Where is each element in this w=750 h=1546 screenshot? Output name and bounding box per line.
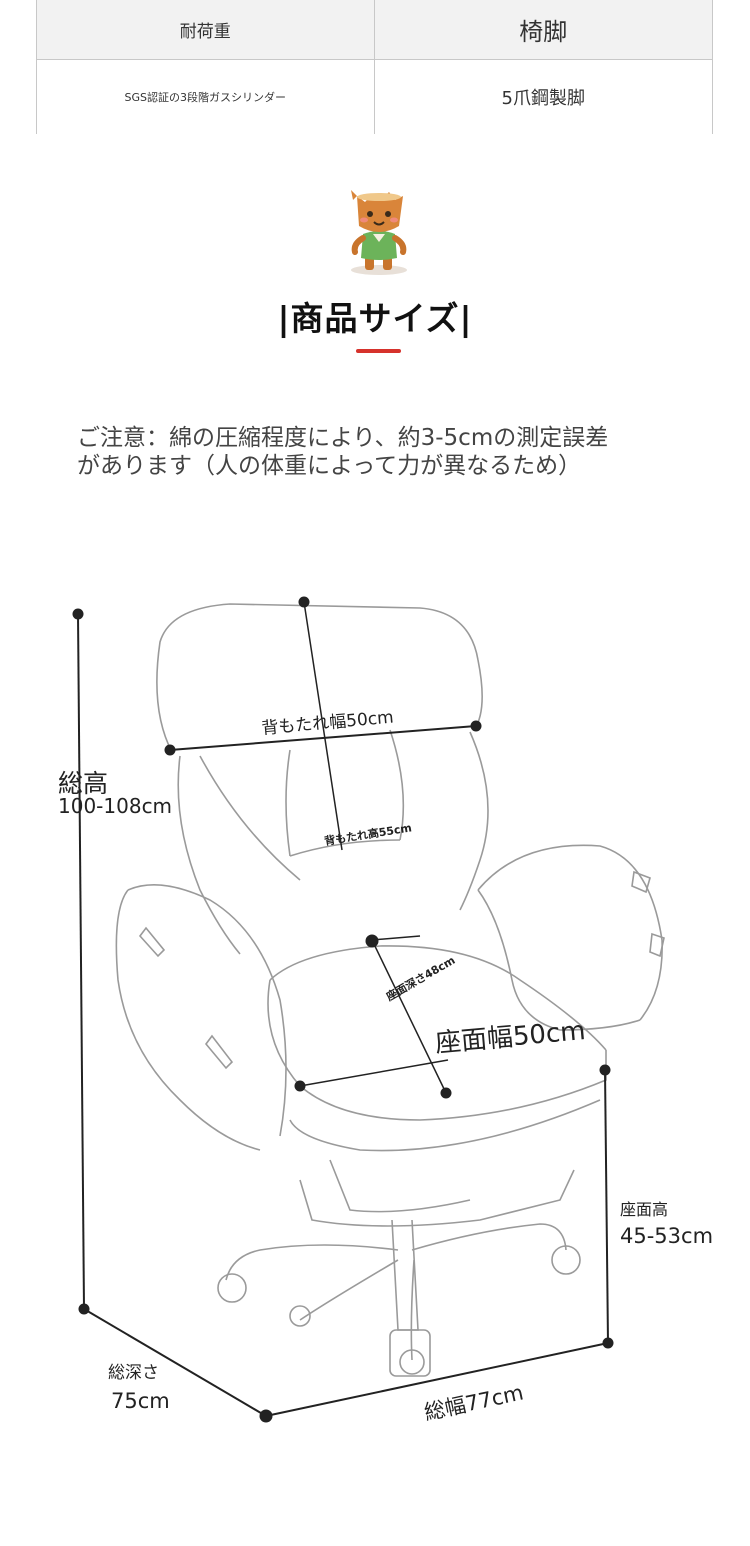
label-seat-height: 座面高 [620, 1200, 668, 1219]
dimension-lines [77, 601, 609, 1417]
section-title: |商品サイズ| [277, 299, 473, 338]
cell-gas-cylinder: SGS認証の3段階ガスシリンダー [37, 60, 375, 134]
label-seat-height-value: 45-53cm [620, 1224, 713, 1248]
chair-outline [115, 603, 665, 1377]
mascot-icon [351, 190, 407, 275]
label-total-depth: 総深さ [108, 1363, 159, 1383]
label-total-depth-value: 75cm [111, 1389, 170, 1413]
label-total-height: 総高 [58, 769, 108, 798]
measurement-notice: ご注意：綿の圧縮程度により、約3-5cmの測定誤差 があります（人の体重によって… [77, 424, 697, 480]
dimension-labels: 背もたれ幅50cm 総高 100-108cm 背もたれ高55cm 座面深さ48c… [58, 708, 713, 1425]
chair-dimension-diagram: 背もたれ幅50cm 総高 100-108cm 背もたれ高55cm 座面深さ48c… [58, 596, 713, 1425]
label-total-width: 総幅77cm [422, 1380, 526, 1424]
label-total-height-value: 100-108cm [58, 794, 172, 818]
cell-steel-base: 5爪鋼製脚 [501, 88, 585, 109]
label-seat-width: 座面幅50cm [434, 1016, 587, 1059]
header-load-capacity: 耐荷重 [37, 0, 375, 59]
spec-table: 耐荷重 椅脚 SGS認証の3段階ガスシリンダー 5爪鋼製脚 [36, 0, 713, 134]
spec-table-row: SGS認証の3段階ガスシリンダー 5爪鋼製脚 [37, 60, 712, 134]
spec-table-header: 耐荷重 椅脚 [37, 0, 712, 60]
notice-line-2: があります（人の体重によって力が異なるため） [77, 453, 582, 479]
label-backrest-height: 背もたれ高55cm [323, 820, 412, 848]
title-underline [356, 349, 401, 353]
header-chair-base: 椅脚 [519, 18, 568, 46]
notice-line-1: ご注意：綿の圧縮程度により、約3-5cmの測定誤差 [77, 425, 609, 451]
dimension-points [72, 596, 614, 1423]
label-seat-depth: 座面深さ48cm [383, 953, 458, 1004]
